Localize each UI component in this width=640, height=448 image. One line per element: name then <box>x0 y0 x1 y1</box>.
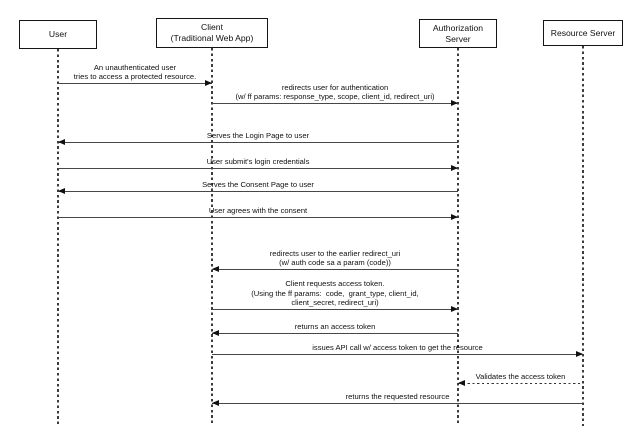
message-arrowhead <box>458 380 465 387</box>
message-line <box>458 383 583 385</box>
message-line <box>58 217 458 219</box>
message-text: (w/ auth code sa a param (code)) <box>279 257 391 267</box>
message-text: Serves the Login Page to user <box>206 130 310 140</box>
message-label: redirects user for authentication(w/ ff … <box>212 83 458 101</box>
message-label: returns the requested resource <box>212 392 583 401</box>
message-line <box>58 191 458 193</box>
message-arrowhead <box>212 330 219 337</box>
message-line <box>58 83 212 85</box>
message-arrowhead <box>450 306 458 313</box>
message-arrowhead <box>212 266 219 273</box>
message-label: Serves the Consent Page to user <box>58 180 458 189</box>
message-label: Client requests access token.(Using the … <box>212 279 458 307</box>
message-arrowhead <box>450 100 458 107</box>
message-line <box>212 309 458 311</box>
message-text: redirects user for authentication <box>281 82 389 92</box>
message-text: Validates the access token <box>475 371 566 381</box>
message-arrowhead <box>58 139 65 146</box>
actor-label: Client <box>201 22 223 33</box>
lifeline-client <box>211 48 213 426</box>
message-line <box>212 403 583 405</box>
message-arrowhead <box>450 165 458 172</box>
actor-label: Resource Server <box>550 27 616 38</box>
message-label: User agrees with the consent <box>58 206 458 215</box>
message-line <box>212 333 458 335</box>
lifeline-auth <box>457 48 459 426</box>
message-label: returns an access token <box>212 322 458 331</box>
actor-box-user: User <box>19 20 97 49</box>
actor-label: (Traditional Web App) <box>170 33 254 43</box>
message-text: client_secret, redirect_uri) <box>291 297 379 307</box>
message-arrowhead <box>212 400 219 407</box>
lifeline-resource <box>582 46 584 426</box>
message-arrowhead <box>575 351 583 358</box>
message-text: An unauthenticated user <box>93 62 177 72</box>
message-text: redirects user to the earlier redirect_u… <box>269 248 401 258</box>
message-label: issues API call w/ access token to get t… <box>212 343 583 352</box>
message-text: tries to access a protected resource. <box>73 71 197 81</box>
message-label: redirects user to the earlier redirect_u… <box>212 249 458 267</box>
message-arrowhead <box>450 214 458 221</box>
actor-label: Authorization <box>432 22 484 33</box>
message-text: (w/ ff params: response_type, scope, cli… <box>235 91 435 101</box>
message-line <box>212 269 458 271</box>
actor-label: User <box>48 29 68 40</box>
message-arrowhead <box>58 188 65 195</box>
actor-box-resource: Resource Server <box>543 20 623 46</box>
message-text: (Using the ff params: code, grant_type, … <box>251 288 419 298</box>
message-line <box>212 354 583 356</box>
message-label: Serves the Login Page to user <box>58 131 458 140</box>
message-label: User submit's login credentials <box>58 157 458 166</box>
message-line <box>58 168 458 170</box>
message-text: Client requests access token. <box>285 279 385 289</box>
message-line <box>212 103 458 105</box>
message-text: User submit's login credentials <box>206 156 310 166</box>
actor-label: Server <box>445 33 471 44</box>
message-line <box>58 142 458 144</box>
message-text: returns the requested resource <box>345 391 450 401</box>
message-arrowhead <box>204 80 212 87</box>
message-text: returns an access token <box>294 321 376 331</box>
message-text: Serves the Consent Page to user <box>202 179 314 189</box>
actor-box-client: Client(Traditional Web App) <box>156 18 268 48</box>
message-label: Validates the access token <box>458 372 583 381</box>
lifeline-user <box>57 49 59 426</box>
message-text: User agrees with the consent <box>208 205 308 215</box>
message-text: issues API call w/ access token to get t… <box>312 342 483 352</box>
